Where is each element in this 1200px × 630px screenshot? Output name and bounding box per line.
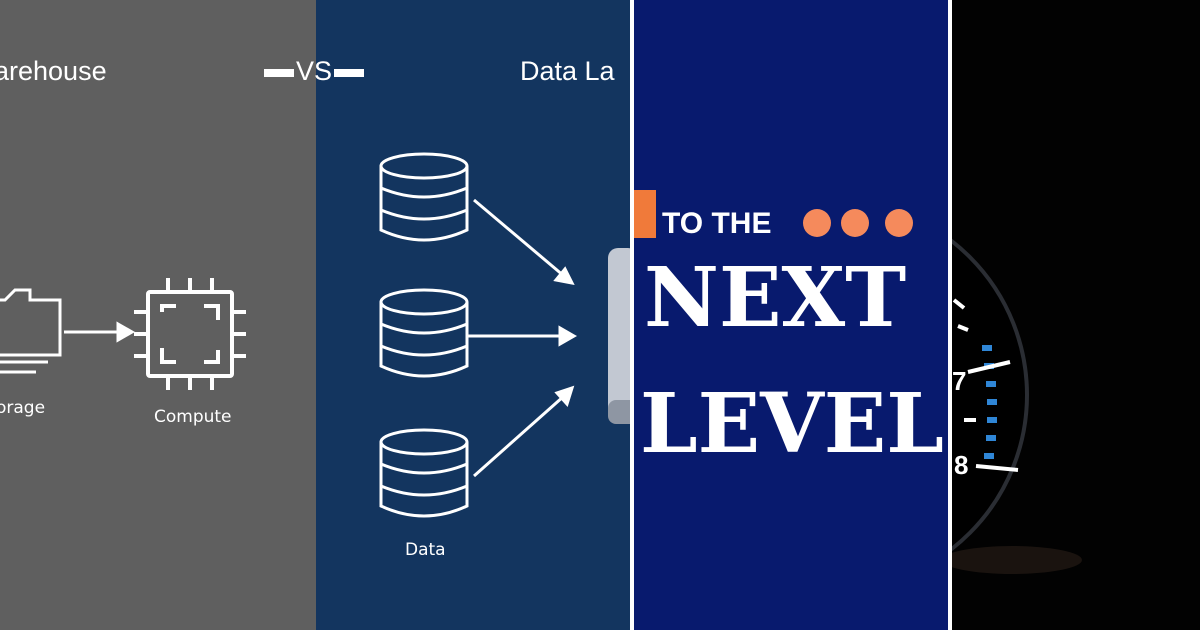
database-icon: [379, 288, 469, 378]
headline-next: NEXT: [644, 250, 907, 346]
dot: [885, 209, 913, 237]
separator: [630, 0, 634, 630]
warehouse-title: arehouse: [0, 56, 107, 86]
dot: [803, 209, 831, 237]
folder-stack-icon: [0, 288, 62, 374]
lake-diagram: [379, 152, 630, 518]
separator: [948, 0, 952, 630]
speedometer-icon: [952, 0, 1200, 630]
lake-panel: Data La: [316, 0, 630, 630]
dot: [841, 209, 869, 237]
storage-label: orage: [0, 398, 46, 418]
dash-left: [264, 68, 294, 77]
cpu-chip-icon: [134, 278, 246, 390]
database-icon: [379, 152, 469, 242]
data-label: Data: [405, 540, 446, 560]
speedometer-panel: 7 8: [952, 0, 1200, 630]
dial-number-7: 7: [952, 366, 967, 396]
vs-text: VS: [296, 56, 333, 86]
database-icon: [379, 428, 469, 518]
headline-level: LEVEL: [640, 376, 944, 472]
arrow-icon: [468, 198, 578, 478]
warehouse-diagram: [0, 278, 246, 390]
dash-right: [334, 68, 365, 77]
arrow-right-icon: [64, 321, 136, 343]
kicker-text: TO THE: [662, 207, 772, 240]
storage-cylinder-icon: [608, 248, 630, 424]
dial-number-8: 8: [954, 450, 969, 480]
vs-divider: VS: [262, 56, 366, 87]
accent-bar: [634, 190, 656, 238]
compute-label: Compute: [154, 407, 232, 427]
lake-title: Data La: [520, 56, 615, 86]
next-level-panel: TO THE NEXT LEVEL: [634, 0, 948, 630]
warehouse-panel: arehouse: [0, 0, 316, 630]
